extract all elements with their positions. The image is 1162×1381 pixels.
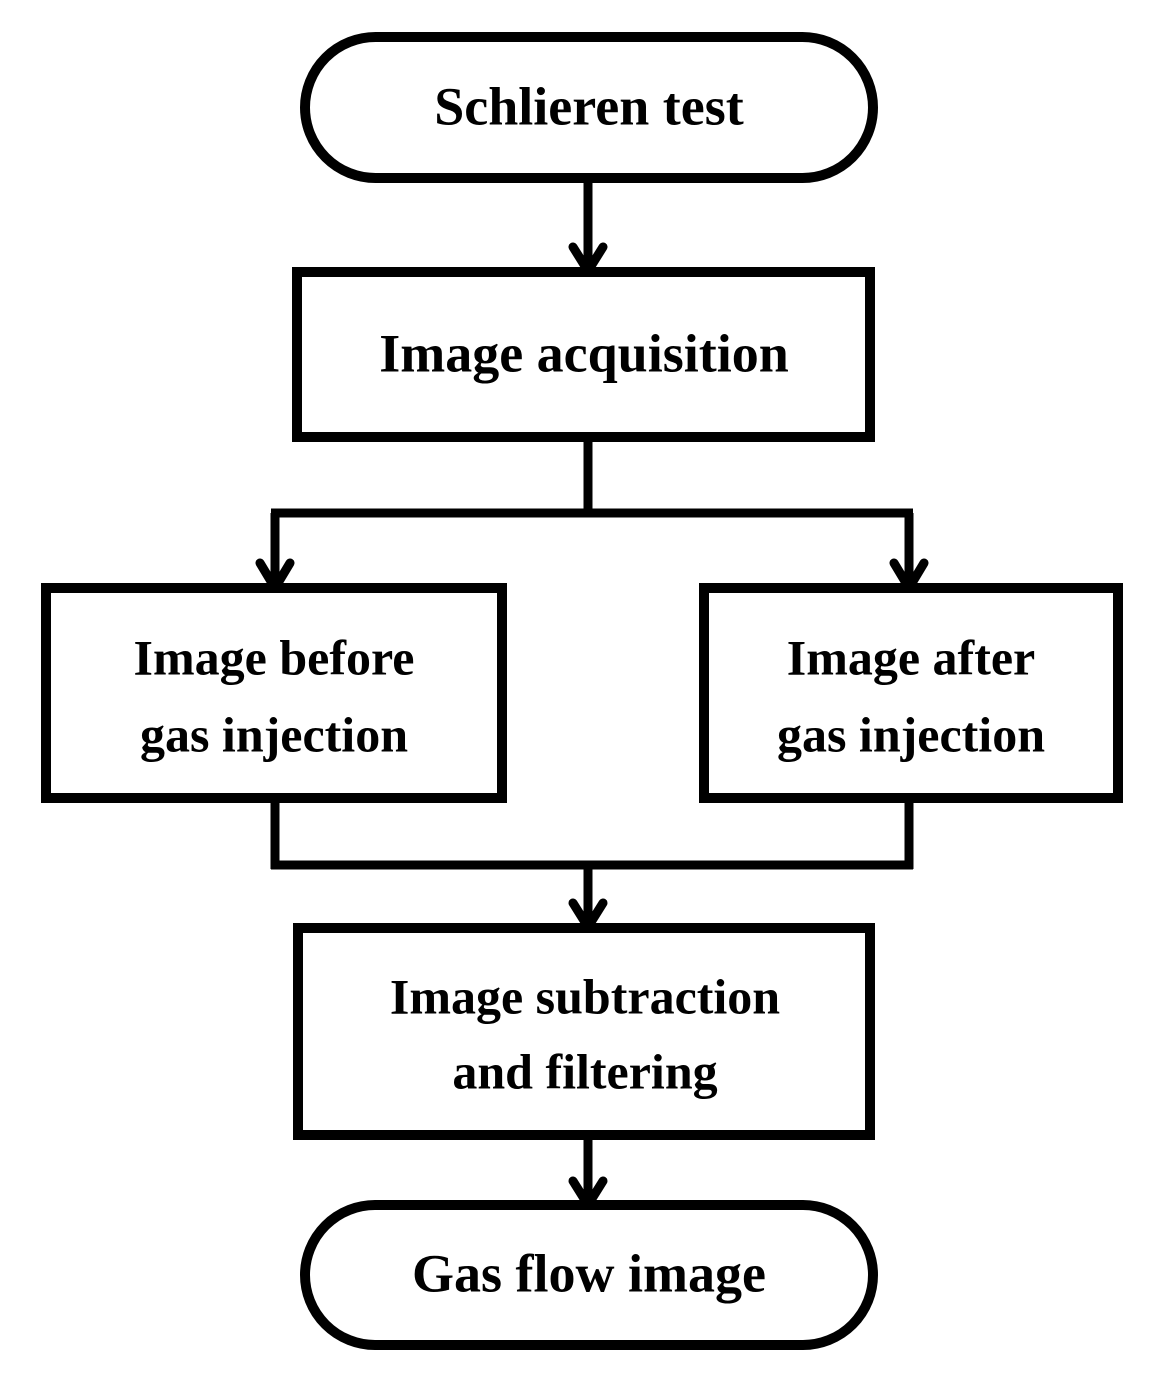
node-shape-stadium (300, 1200, 878, 1350)
edge-acquisition-split (255, 437, 929, 593)
node-shape-rect (41, 583, 507, 803)
node-shape-rect (292, 267, 875, 442)
node-label-image-before-line1: Image before (134, 629, 415, 685)
node-shape-stadium (300, 32, 878, 183)
node-label-schlieren-test: Schlieren test (434, 76, 743, 136)
node-image-before-gas-injection[interactable]: Image before gas injection (41, 583, 507, 803)
node-label-subtraction-line2: and filtering (452, 1043, 717, 1099)
node-image-subtraction-and-filtering[interactable]: Image subtraction and filtering (293, 923, 875, 1140)
node-shape-rect (293, 923, 875, 1140)
node-label-image-acquisition: Image acquisition (379, 323, 789, 383)
node-gas-flow-image[interactable]: Gas flow image (300, 1200, 878, 1350)
node-schlieren-test[interactable]: Schlieren test (300, 32, 878, 183)
node-label-image-after-line2: gas injection (777, 706, 1045, 762)
node-label-image-after-line1: Image after (787, 629, 1036, 685)
node-shape-rect (699, 583, 1123, 803)
node-image-acquisition[interactable]: Image acquisition (292, 267, 875, 442)
edge-merge-to-subtraction (270, 798, 914, 932)
edge-subtraction-to-gasflow (568, 1135, 608, 1210)
node-label-image-before-line2: gas injection (140, 706, 408, 762)
node-label-subtraction-line1: Image subtraction (390, 968, 780, 1024)
edge-schlieren-to-acquisition (568, 178, 608, 276)
node-image-after-gas-injection[interactable]: Image after gas injection (699, 583, 1123, 803)
node-label-gas-flow-image: Gas flow image (412, 1243, 766, 1303)
